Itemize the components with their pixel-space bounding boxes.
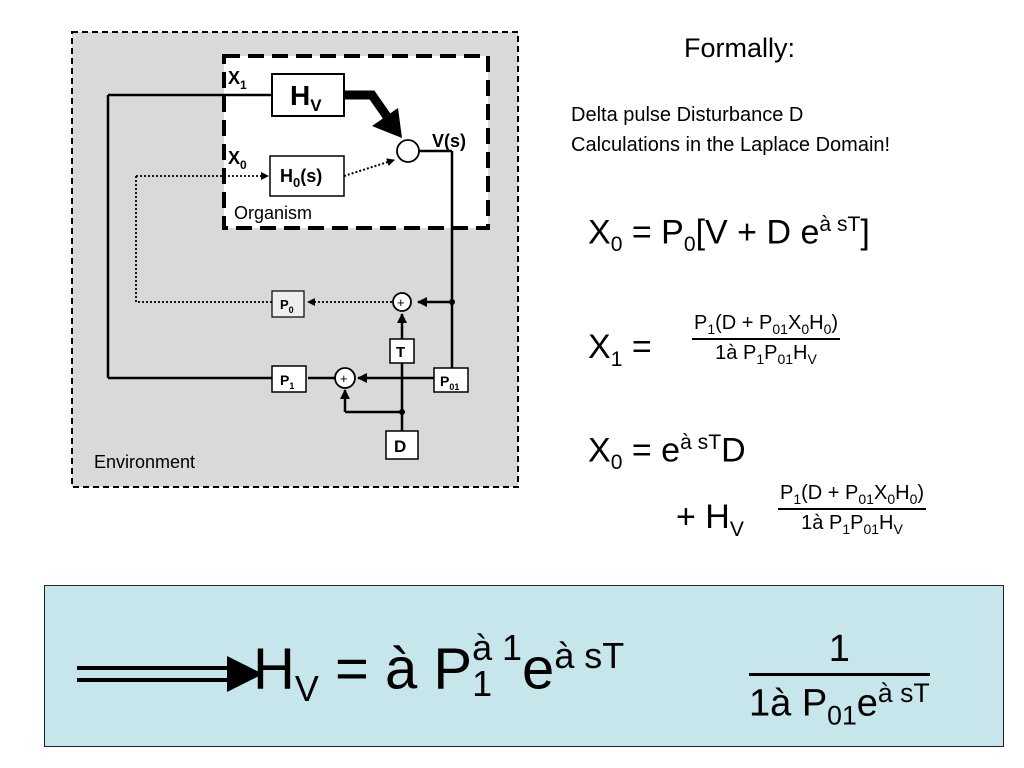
block-diagram: Environment Organism HV H0(s) X1 X0 V(s)… <box>71 31 519 488</box>
x1-label: X1 <box>228 68 247 92</box>
organism-sum <box>396 139 420 163</box>
p0-block <box>271 290 305 318</box>
h0-label: H0(s) <box>280 166 322 190</box>
svg-text:P1: P1 <box>280 372 294 391</box>
p1-block <box>271 365 307 393</box>
result-fraction: 1 1à P01eà sT <box>749 628 930 731</box>
svg-text:T: T <box>396 344 405 361</box>
text-line-2: Calculations in the Laplace Domain! <box>571 134 891 156</box>
equation-3-fraction: P1(D + P01X0H0) 1à P1P01HV <box>778 482 927 537</box>
p0-sum <box>392 292 412 312</box>
svg-text:+: + <box>397 295 405 310</box>
equation-1: X0 = P0[V + D eà sT] <box>588 213 870 257</box>
svg-text:D: D <box>394 437 406 456</box>
x0-label: X0 <box>228 148 247 172</box>
organism-label: Organism <box>234 203 312 223</box>
slide-title: Formally: <box>684 33 796 63</box>
h0-block <box>269 155 345 197</box>
organism-box <box>222 54 490 230</box>
vs-label: V(s) <box>432 131 466 151</box>
svg-text:+: + <box>340 371 348 386</box>
svg-text:P0: P0 <box>280 297 294 315</box>
implies-arrow-icon <box>77 656 263 692</box>
hv-label: HV <box>290 80 322 115</box>
svg-text:P01: P01 <box>440 373 459 392</box>
equation-2-lhs: X1 = <box>588 328 652 371</box>
equation-3-line-2: + HV <box>676 498 744 541</box>
p01-block <box>433 367 469 393</box>
equation-3-line-1: X0 = eà sTD <box>588 431 746 475</box>
text-line-1: Delta pulse Disturbance D <box>571 104 804 126</box>
equation-2-fraction: P1(D + P01X0H0) 1à P1P01HV <box>692 312 841 367</box>
environment-label: Environment <box>94 452 195 472</box>
hv-block <box>271 73 345 117</box>
